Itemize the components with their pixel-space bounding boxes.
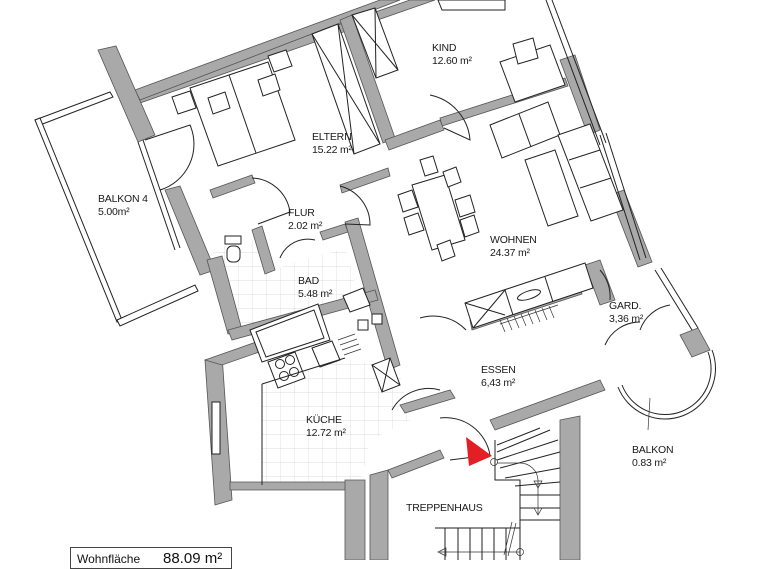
kitchen-island <box>464 262 594 329</box>
wall-essen-treppe <box>399 389 456 414</box>
balkon4-railing-bottom <box>116 284 199 327</box>
wall-essen-bottom <box>489 379 606 431</box>
room-name: ESSEN <box>481 364 516 376</box>
room-label-essen: ESSEN 6,43 m² <box>481 364 516 390</box>
room-area: 5.00m² <box>98 206 130 218</box>
door-balkon-small <box>639 304 671 331</box>
wall-flur-bottom <box>319 223 349 241</box>
room-label-bad: BAD 5.48 m² <box>298 275 332 301</box>
sofa-right <box>557 123 624 222</box>
wall-gard <box>584 259 616 306</box>
kueche-tile-floor <box>262 358 410 485</box>
room-label-kueche: KÜCHE 12.72 m² <box>306 414 346 440</box>
wall-treppe-right <box>559 415 581 560</box>
wall-treppe-left <box>369 469 389 560</box>
kueche-window <box>211 401 221 455</box>
nightstand-left <box>171 90 197 115</box>
balkon4-railing-left <box>34 117 123 323</box>
door-gard <box>604 321 641 346</box>
wardrobe-kind <box>351 7 399 79</box>
kind-chair <box>512 37 539 65</box>
room-area: 12.72 m² <box>306 427 346 439</box>
balkon4-railing <box>34 91 114 126</box>
door-wohnen-gard <box>599 269 611 301</box>
toilet <box>224 235 242 263</box>
room-area: 15.22 m² <box>312 144 352 156</box>
wall-right-3 <box>679 327 711 358</box>
door-bad <box>279 238 316 259</box>
wall-eltern-bottom <box>384 119 445 151</box>
room-area: 24.37 m² <box>490 247 530 259</box>
room-name: FLUR <box>288 207 315 219</box>
room-label-gard: GARD. 3,36 m² <box>609 300 643 326</box>
summary-label: Wohnfläche <box>77 552 141 566</box>
room-area: 2.02 m² <box>288 220 323 232</box>
wall-kueche-bottom <box>229 481 351 491</box>
room-area: 0.83 m² <box>632 457 667 469</box>
room-name: ELTERN <box>312 131 352 143</box>
room-label-treppenhaus: TREPPENHAUS <box>406 502 483 515</box>
room-label-kind: KIND 12.60 m² <box>432 42 472 68</box>
room-name: KÜCHE <box>306 414 342 426</box>
room-label-balkon: BALKON 0.83 m² <box>632 444 674 470</box>
double-bed <box>189 61 296 167</box>
door-kueche <box>391 387 441 411</box>
room-area: 12.60 m² <box>432 55 472 67</box>
room-area: 5.48 m² <box>298 288 333 300</box>
bathtub <box>249 303 331 363</box>
wall-flur-left <box>251 225 276 275</box>
bath-sink <box>342 287 371 313</box>
room-label-flur: FLUR 2.02 m² <box>288 207 322 233</box>
kind-bed <box>437 0 506 11</box>
entrance-arrow-icon <box>466 437 492 466</box>
nightstand-right <box>267 49 293 73</box>
bar-stools <box>499 304 559 333</box>
room-name: KIND <box>432 42 457 54</box>
door-kind <box>429 94 471 141</box>
wall-right-1 <box>559 54 601 136</box>
room-name: BAD <box>298 275 319 287</box>
living-area-summary-box: Wohnfläche 88.09 m² <box>70 547 232 569</box>
door-flur <box>339 185 371 226</box>
wall-kueche-right-pillar <box>344 479 366 560</box>
wall-eltern-flur <box>209 174 256 199</box>
room-label-eltern: ELTERN 15.22 m² <box>312 131 352 157</box>
fridge <box>371 357 401 393</box>
room-name: GARD. <box>609 300 642 312</box>
room-name: TREPPENHAUS <box>406 502 483 514</box>
shaft-1 <box>357 319 369 331</box>
door-entrance <box>439 417 491 461</box>
coffee-table <box>524 149 579 227</box>
room-area: 6,43 m² <box>481 377 516 389</box>
door-eltern <box>251 177 291 225</box>
door-balkon4 <box>144 124 195 191</box>
summary-value: 88.09 m² <box>163 550 223 567</box>
shaft-2 <box>371 313 383 325</box>
room-name: BALKON 4 <box>98 193 148 205</box>
room-label-balkon-4: BALKON 4 5.00m² <box>98 193 148 219</box>
door-essen <box>419 315 467 331</box>
room-name: WOHNEN <box>490 234 537 246</box>
wall-kueche-essen <box>387 449 445 479</box>
balkon-semicircle <box>617 349 716 420</box>
room-name: BALKON <box>632 444 674 456</box>
dining-table <box>397 155 480 262</box>
sofa-top <box>489 101 561 159</box>
room-area: 3,36 m² <box>609 313 644 325</box>
room-label-wohnen: WOHNEN 24.37 m² <box>490 234 537 260</box>
wall-flur-eltern-right <box>339 167 391 194</box>
wall-left-upper <box>97 45 156 143</box>
staircase <box>435 427 561 560</box>
wardrobe-eltern <box>311 23 381 155</box>
